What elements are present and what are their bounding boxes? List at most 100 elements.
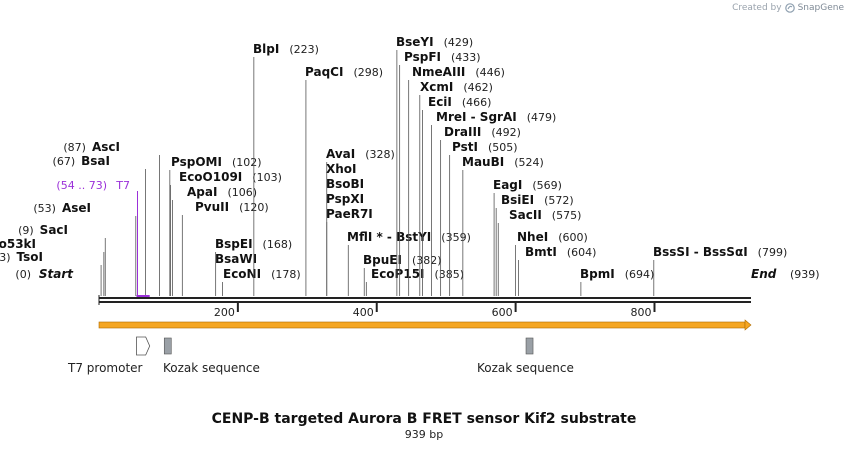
- site-pspxi[interactable]: PspXI: [326, 192, 364, 206]
- site-bsobi[interactable]: BsoBI: [326, 177, 364, 191]
- site-maubi[interactable]: MauBI(524): [462, 155, 544, 296]
- site-position-label: (524): [514, 156, 544, 169]
- tick-label: 600: [492, 306, 513, 319]
- site-position-label: (479): [527, 111, 557, 124]
- site-name-label: BpuEI: [363, 253, 402, 267]
- site-name-label: XcmI: [420, 80, 453, 94]
- credit-brand: SnapGene: [797, 3, 844, 13]
- orf-bar[interactable]: [98, 321, 746, 329]
- site-position-label: (575): [552, 209, 582, 222]
- site-name-label: BsoBI: [326, 177, 364, 191]
- site-xcmi[interactable]: XcmI(462): [419, 80, 493, 296]
- site-name-label: PvuII: [195, 200, 229, 214]
- site-asei[interactable]: AseI(53): [33, 201, 137, 296]
- site-bpmi[interactable]: BpmI(694): [580, 267, 654, 296]
- site-name-label: EcoO109I: [179, 170, 242, 184]
- tick-label: 800: [630, 306, 651, 319]
- snapgene-logo-icon: [784, 3, 795, 13]
- site-econi[interactable]: EcoNI(178): [222, 267, 301, 296]
- site-name-label: MreI - SgrAI: [436, 110, 517, 124]
- site-name-label: EagI: [493, 178, 522, 192]
- site-position-label: (433): [451, 51, 481, 64]
- site-name-label: DraIII: [444, 125, 481, 139]
- site-name-label: EcoP15I: [371, 267, 425, 281]
- site-name-label: PspOMI: [171, 155, 222, 169]
- site-name-label: BsaI: [81, 154, 110, 168]
- feature-kozak-sequence[interactable]: Kozak sequence: [477, 337, 574, 375]
- site-name-label: BmtI: [525, 245, 557, 259]
- feature-t7-promoter[interactable]: T7 promoter: [67, 336, 151, 375]
- site-psti[interactable]: PstI(505): [449, 140, 518, 296]
- tick-600: 600: [492, 303, 517, 319]
- site-position-label: (53): [33, 202, 56, 215]
- site-position-label: (168): [263, 238, 293, 251]
- site-name-label: PaeR7I: [326, 207, 373, 221]
- site-position-label: (9): [18, 224, 34, 237]
- site-eagi[interactable]: EagI (569): [493, 178, 562, 296]
- site-draiii[interactable]: DraIII (492): [440, 125, 521, 296]
- site-bsawi[interactable]: BsaWI: [215, 252, 257, 266]
- site-position-label: (569): [532, 179, 562, 192]
- primer-t7[interactable]: T7(54 .. 73): [56, 179, 150, 297]
- site-position-label: (359): [441, 231, 471, 244]
- site-name-label: ApaI: [187, 185, 217, 199]
- site-xhoi[interactable]: XhoI: [326, 162, 357, 176]
- site-pspfi[interactable]: PspFI(433): [399, 50, 481, 296]
- site-bseyi[interactable]: BseYI (429): [396, 35, 473, 296]
- site-position-label: (102): [232, 156, 262, 169]
- site-mrei-sgrai[interactable]: MreI - SgrAI (479): [431, 110, 557, 296]
- primer-name-label: T7: [115, 179, 130, 192]
- site-bpuei[interactable]: BpuEI (382): [363, 253, 442, 296]
- site-position-label: (382): [412, 254, 442, 267]
- site-position-label: (600): [558, 231, 588, 244]
- orf-arrow: [98, 319, 752, 331]
- site-name-label: BlpI: [253, 42, 279, 56]
- site-ecii[interactable]: EciI(466): [422, 95, 492, 296]
- site-bsiei[interactable]: BsiEI(572): [495, 193, 574, 296]
- site-blpi[interactable]: BlpI(223): [253, 42, 319, 296]
- site-apai[interactable]: ApaI (106): [172, 185, 257, 296]
- orf-arrowhead: [744, 319, 752, 331]
- site-asci[interactable]: AscI(87): [63, 140, 160, 296]
- site-bmti[interactable]: BmtI(604): [517, 245, 596, 296]
- site-position-label: (429): [444, 36, 474, 49]
- tick-800: 800: [630, 303, 656, 319]
- site-pvuii[interactable]: PvuII(120): [181, 200, 269, 296]
- start-label: Start: [39, 267, 74, 281]
- site-nhei[interactable]: NheI (600): [515, 230, 588, 296]
- site-position-label: (106): [227, 186, 257, 199]
- site-bsssi-bsss-i[interactable]: BssSI - BssSαI(799): [653, 245, 787, 296]
- site-position-label: (3): [0, 251, 11, 264]
- site-tsoi[interactable]: TsoI(3): [0, 250, 102, 296]
- site-paer7i[interactable]: PaeR7I: [326, 207, 373, 296]
- site-paqci[interactable]: PaqCI(298): [305, 65, 383, 296]
- feature-label: T7 promoter: [67, 361, 143, 375]
- site-saci[interactable]: SacI(9): [18, 223, 106, 296]
- site-nmeaiii[interactable]: NmeAIII(446): [408, 65, 505, 296]
- site-name-label: NheI: [517, 230, 548, 244]
- sequence-length: 939 bp: [405, 428, 443, 441]
- site-name-label: BpmI: [580, 267, 615, 281]
- site-name-label: EciI: [428, 95, 452, 109]
- site-position-label: (178): [271, 268, 301, 281]
- site-eco53ki[interactable]: Eco53kI(7): [0, 237, 105, 296]
- feature-label: Kozak sequence: [477, 361, 574, 375]
- site-ecoo109i[interactable]: EcoO109I(103): [170, 170, 282, 296]
- site-name-label: BseYI: [396, 35, 434, 49]
- site-bspei[interactable]: BspEI(168): [215, 237, 292, 296]
- kozak-box: [525, 337, 534, 355]
- site-position-label: (298): [353, 66, 383, 79]
- restriction-sites: TsoI(3)Eco53kI(7)SacI(9)AseI(53)BsaI(67)…: [0, 35, 820, 297]
- site-name-label: XhoI: [326, 162, 357, 176]
- site-sacii[interactable]: SacII (575): [497, 208, 582, 296]
- site-position-label: (572): [544, 194, 574, 207]
- feature-kozak-sequence[interactable]: Kozak sequence: [163, 337, 260, 375]
- site-mfli-bstyi[interactable]: MflI * - BstYI(359): [347, 230, 471, 296]
- site-name-label: AscI: [92, 140, 120, 154]
- site-name-label: SacII: [509, 208, 542, 222]
- site-bsai[interactable]: BsaI(67): [53, 154, 146, 296]
- site-position-label: (492): [491, 126, 521, 139]
